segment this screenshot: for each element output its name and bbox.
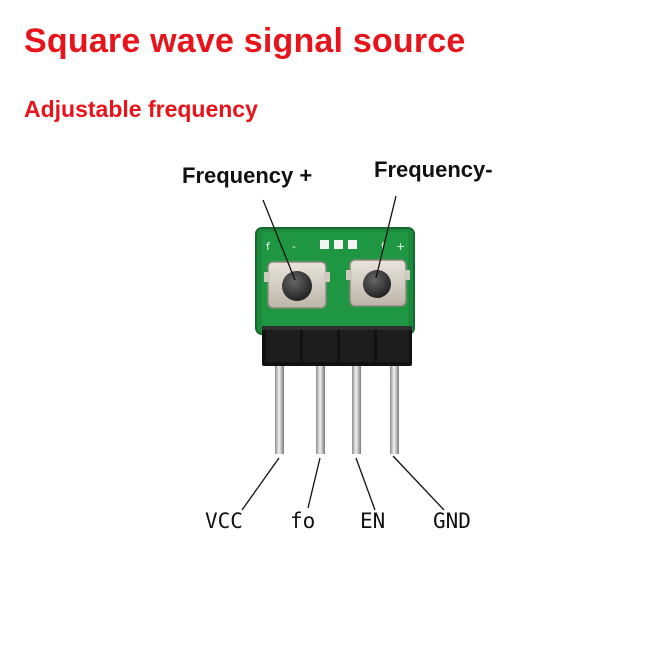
frequency-decrease-label: Frequency- bbox=[374, 157, 493, 182]
pcb-pad bbox=[348, 240, 357, 249]
pin-leader-lines bbox=[241, 455, 445, 511]
svg-text:-: - bbox=[292, 240, 296, 253]
switch-knob bbox=[282, 271, 312, 301]
pin-en bbox=[352, 366, 361, 454]
page-title: Square wave signal source bbox=[24, 22, 466, 60]
svg-text:+: + bbox=[396, 240, 405, 253]
page-subtitle: Adjustable frequency bbox=[24, 96, 258, 122]
frequency-decrease-switch bbox=[346, 259, 410, 307]
switch-knob bbox=[363, 270, 391, 298]
button-leader-lines bbox=[262, 195, 397, 281]
frequency-increase-switch bbox=[264, 261, 330, 309]
pcb-pad bbox=[320, 240, 329, 249]
frequency-increase-label: Frequency + bbox=[182, 163, 313, 188]
svg-text:f: f bbox=[266, 240, 271, 253]
pcb-pad bbox=[334, 240, 343, 249]
pin-gnd bbox=[390, 366, 399, 454]
pin-label-en: EN bbox=[360, 509, 386, 533]
pin-label-vcc: VCC bbox=[205, 509, 243, 533]
pin-fo bbox=[316, 366, 325, 454]
pin-vcc bbox=[275, 366, 284, 454]
pin-label-gnd: GND bbox=[433, 509, 471, 533]
pin-header bbox=[262, 326, 412, 366]
pin-label-fo: fo bbox=[290, 509, 316, 533]
header-pins bbox=[275, 366, 399, 454]
